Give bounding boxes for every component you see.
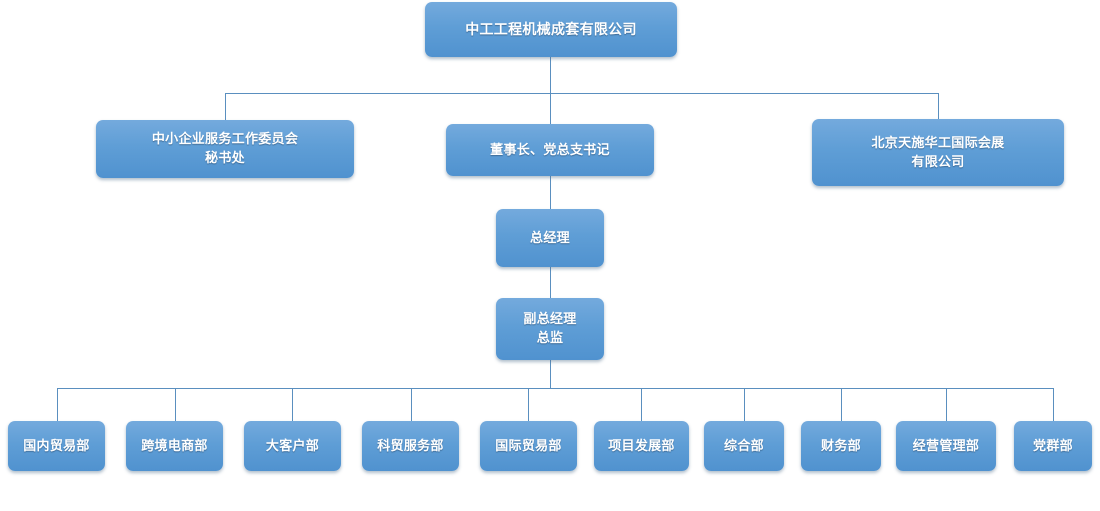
node-label: 财务部 bbox=[821, 437, 861, 453]
connector-dept-drop-10 bbox=[1053, 388, 1054, 421]
connector-gm-to-deputy bbox=[550, 267, 551, 298]
node-department-domestic-trade[interactable]: 国内贸易部 bbox=[8, 421, 105, 471]
node-label: 中小企业服务工作委员会 秘书处 bbox=[151, 131, 299, 165]
connector-level2-right-drop bbox=[938, 93, 939, 119]
node-label: 科贸服务部 bbox=[377, 437, 444, 453]
connector-dept-drop-7 bbox=[744, 388, 745, 421]
node-label: 经营管理部 bbox=[912, 437, 980, 453]
connector-department-bus bbox=[57, 388, 1053, 389]
connector-dept-drop-2 bbox=[175, 388, 176, 421]
connector-dept-drop-9 bbox=[946, 388, 947, 421]
node-department-finance[interactable]: 财务部 bbox=[801, 421, 881, 471]
node-department-party-masses[interactable]: 党群部 bbox=[1014, 421, 1092, 471]
node-label: 总经理 bbox=[530, 229, 570, 245]
connector-dept-drop-1 bbox=[57, 388, 58, 421]
connector-level2-left-drop bbox=[225, 93, 226, 120]
node-chairman[interactable]: 董事长、党总支书记 bbox=[446, 124, 654, 176]
node-general-manager[interactable]: 总经理 bbox=[496, 209, 604, 267]
node-department-project-development[interactable]: 项目发展部 bbox=[594, 421, 689, 471]
connector-dept-drop-5 bbox=[528, 388, 529, 421]
connector-chairman-to-gm bbox=[550, 176, 551, 209]
node-deputy-general-manager[interactable]: 副总经理 总监 bbox=[496, 298, 604, 360]
connector-level2-bus bbox=[225, 93, 939, 94]
node-label: 国内贸易部 bbox=[23, 437, 90, 453]
node-label: 董事长、党总支书记 bbox=[490, 141, 610, 157]
connector-dept-drop-3 bbox=[292, 388, 293, 421]
node-department-general-affairs[interactable]: 综合部 bbox=[704, 421, 784, 471]
node-beijing-tianshihuagong-expo[interactable]: 北京天施华工国际会展 有限公司 bbox=[812, 119, 1064, 186]
connector-dept-drop-6 bbox=[641, 388, 642, 421]
connector-dept-drop-8 bbox=[841, 388, 842, 421]
node-label: 中工工程机械成套有限公司 bbox=[465, 21, 637, 38]
node-label: 项目发展部 bbox=[608, 437, 675, 453]
connector-level2-center-drop bbox=[550, 93, 551, 124]
node-department-cross-border-ecommerce[interactable]: 跨境电商部 bbox=[126, 421, 223, 471]
node-label: 副总经理 总监 bbox=[523, 311, 577, 345]
node-department-key-accounts[interactable]: 大客户部 bbox=[244, 421, 341, 471]
node-department-tech-trade-service[interactable]: 科贸服务部 bbox=[362, 421, 459, 471]
node-sme-service-committee[interactable]: 中小企业服务工作委员会 秘书处 bbox=[96, 120, 354, 178]
node-label: 国际贸易部 bbox=[495, 437, 562, 453]
connector-dept-drop-4 bbox=[411, 388, 412, 421]
node-department-international-trade[interactable]: 国际贸易部 bbox=[480, 421, 577, 471]
node-label: 综合部 bbox=[724, 437, 764, 453]
connector-root-down bbox=[550, 57, 551, 93]
node-label: 北京天施华工国际会展 有限公司 bbox=[871, 134, 1005, 169]
connector-deputy-to-dept-bus bbox=[550, 360, 551, 388]
node-label: 大客户部 bbox=[265, 437, 320, 453]
node-department-operations-management[interactable]: 经营管理部 bbox=[896, 421, 996, 471]
node-label: 党群部 bbox=[1033, 437, 1073, 453]
node-label: 跨境电商部 bbox=[141, 437, 208, 453]
node-company-root[interactable]: 中工工程机械成套有限公司 bbox=[425, 2, 677, 57]
